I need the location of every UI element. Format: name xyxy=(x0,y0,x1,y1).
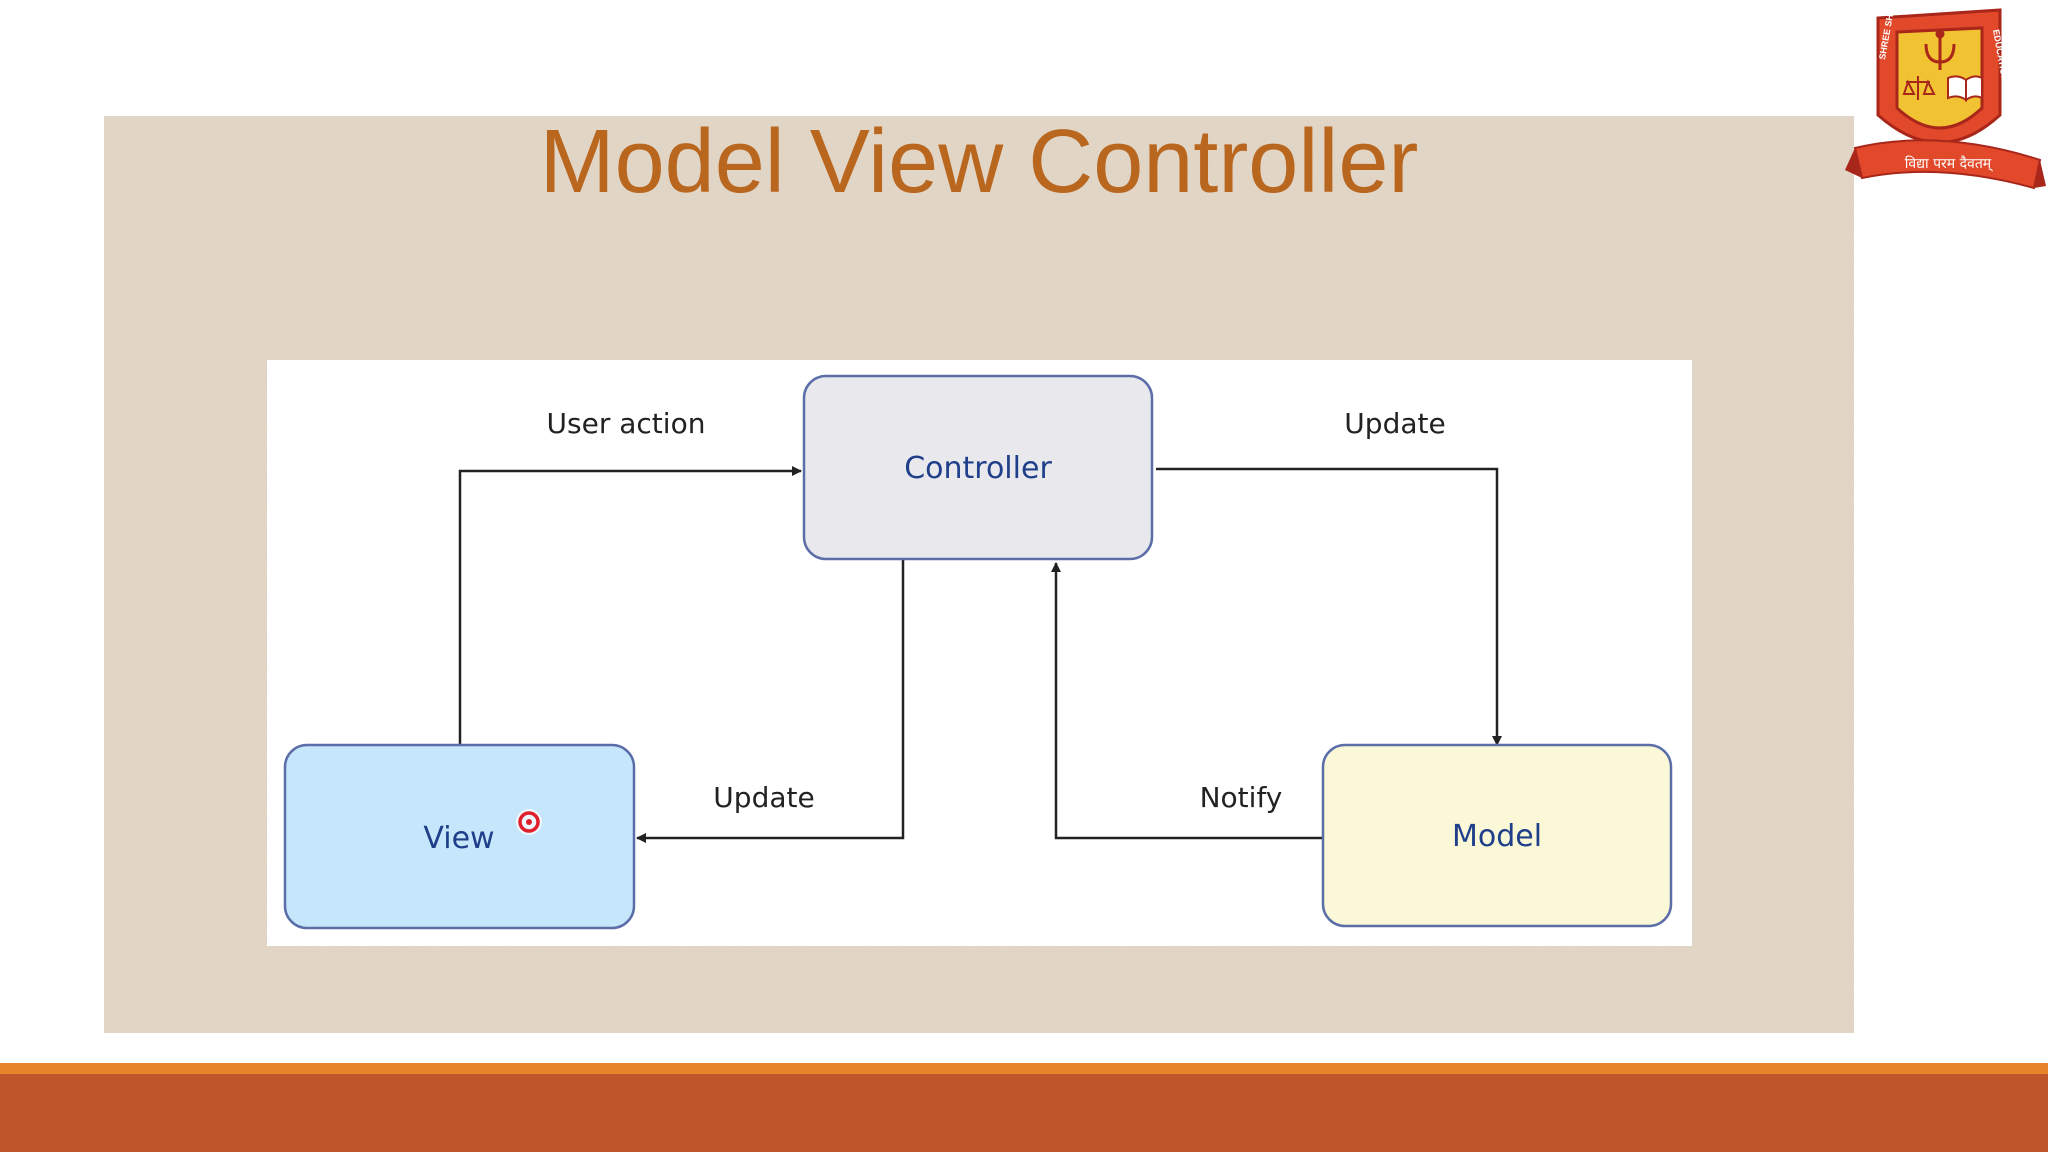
pointer-dot-icon xyxy=(516,809,542,835)
edge-label-notify: Notify xyxy=(1200,781,1283,814)
controller-label: Controller xyxy=(904,451,1052,486)
edge-label-user-action: User action xyxy=(547,407,706,440)
trident-icon xyxy=(1924,29,1956,70)
svg-text:विद्या परम दैवतम्: विद्या परम दैवतम् xyxy=(1905,155,1993,172)
slide-title: Model View Controller xyxy=(540,112,1419,212)
model-node[interactable]: Model xyxy=(1321,743,1673,928)
edge-update-model xyxy=(1156,467,1502,746)
view-label: View xyxy=(423,821,494,856)
edge-update-view xyxy=(636,560,905,843)
edge-user-action xyxy=(458,466,802,745)
edge-notify xyxy=(1051,562,1324,840)
institution-logo: SHREE SHANKAR EDUCATION TRUST विद्या परम… xyxy=(1845,0,2046,190)
edge-label-update-view: Update xyxy=(713,781,814,814)
footer-bar xyxy=(0,1074,2048,1152)
model-label: Model xyxy=(1452,819,1542,854)
edge-label-update-model: Update xyxy=(1344,407,1445,440)
footer-stripe xyxy=(0,1063,2048,1074)
controller-node[interactable]: Controller xyxy=(802,374,1154,561)
diagram-edges xyxy=(458,466,1502,843)
scales-icon xyxy=(1902,76,1936,100)
book-icon xyxy=(1947,75,1983,102)
view-node[interactable]: View xyxy=(283,743,636,930)
